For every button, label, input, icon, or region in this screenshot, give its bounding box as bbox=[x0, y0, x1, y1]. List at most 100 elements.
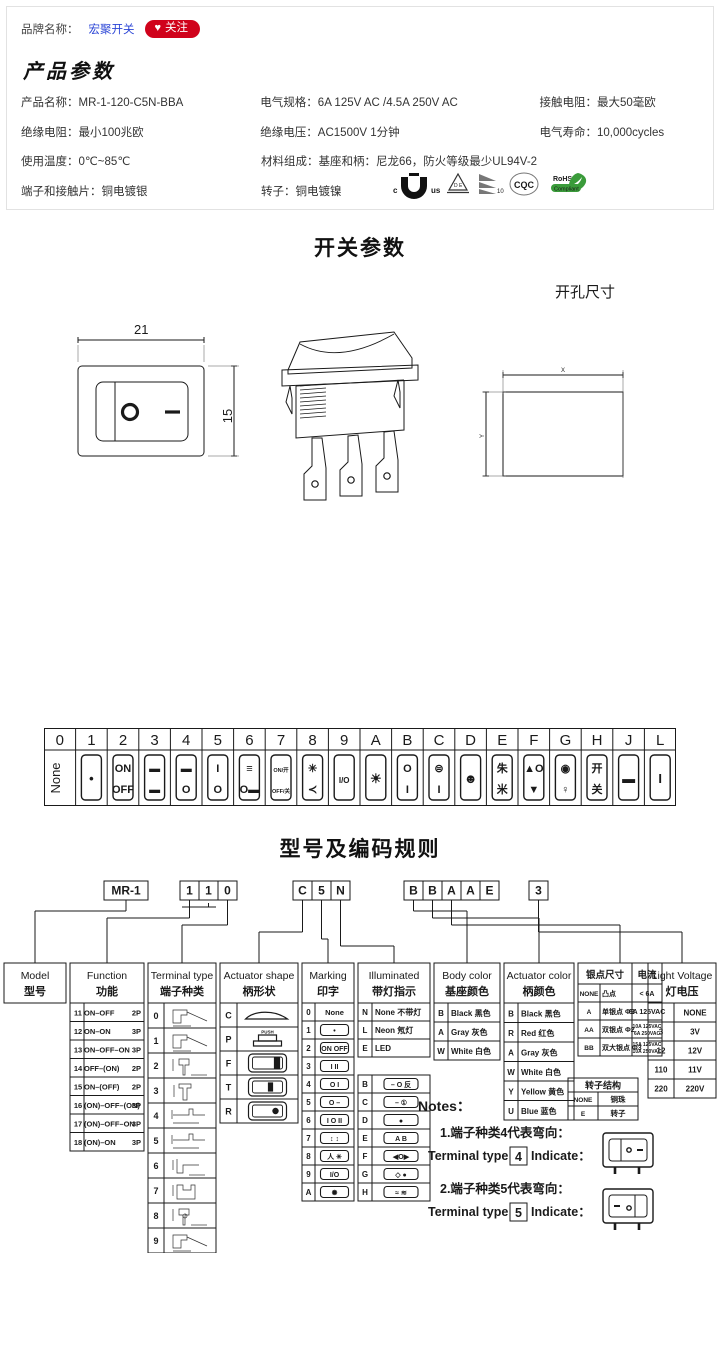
terminal-type-code: 6 bbox=[153, 1161, 158, 1171]
front-view-drawing: 21 15 bbox=[77, 322, 239, 457]
marking-glyph-0: None bbox=[48, 762, 63, 793]
code-box-label: E bbox=[485, 884, 493, 898]
marking-glyph-4: ▬O bbox=[175, 754, 197, 801]
marking-extra-glyph-box bbox=[383, 1113, 419, 1127]
note-cn-text: 1.端子种类4代表弯向： bbox=[440, 1125, 570, 1140]
code-box-label: 1 bbox=[186, 884, 193, 898]
marking-glyph-3: ▬▬ bbox=[143, 754, 166, 801]
function-code: 17 bbox=[74, 1120, 82, 1129]
marking-code-6: 6 bbox=[245, 732, 253, 749]
silver-contact-label: 凸点 bbox=[602, 989, 616, 998]
actuator-shape-column-title-en: Actuator shape bbox=[224, 970, 295, 982]
function-column-title-en: Function bbox=[87, 970, 127, 982]
marking-extra-code: F bbox=[363, 1152, 368, 1161]
marking-code-C: C bbox=[434, 732, 445, 749]
spec-row: 产品名称：MR-1-120-C5N-BBA 电气规格：6A 125V AC /4… bbox=[21, 94, 699, 110]
actuator-color-label: Red 红色 bbox=[521, 1028, 554, 1038]
svg-text:▼: ▼ bbox=[528, 784, 539, 796]
note-cn-text: 2.端子种类5代表弯向： bbox=[440, 1181, 570, 1196]
notes-heading: Notes： bbox=[418, 1098, 471, 1114]
marking-extra-glyph-box bbox=[383, 1131, 419, 1145]
marking-code-2: 2 bbox=[119, 732, 127, 749]
svg-text:OFF/关: OFF/关 bbox=[272, 787, 291, 795]
code-box-label: B bbox=[428, 884, 437, 898]
body-color-label: Gray 灰色 bbox=[451, 1027, 487, 1037]
marking-code-1: 1 bbox=[87, 732, 95, 749]
rotor-structure-title: 转子结构 bbox=[585, 1080, 621, 1091]
marking-code-8: 8 bbox=[308, 732, 316, 749]
terminal-type-code: 4 bbox=[153, 1111, 158, 1121]
svg-text:OFF: OFF bbox=[112, 784, 134, 796]
body-color-label: Black 黑色 bbox=[451, 1008, 491, 1018]
marking-glyph-L: I bbox=[649, 754, 671, 801]
actuator-shape-rocker-dot bbox=[247, 1101, 288, 1121]
terminal-profile-sketch bbox=[172, 1159, 205, 1176]
function-poles: 3P bbox=[132, 1046, 141, 1055]
follow-button[interactable]: ♥ 关注 bbox=[144, 19, 201, 39]
code-box-label: A bbox=[447, 884, 456, 898]
marking-glyph-9: I/O bbox=[333, 754, 355, 801]
actuator-color-label: Black 黑色 bbox=[521, 1008, 561, 1018]
svg-text:◉: ◉ bbox=[561, 763, 571, 775]
spec-cell: 绝缘电压：AC1500V 1分钟 bbox=[260, 126, 400, 139]
current-title: 电流 bbox=[637, 969, 657, 981]
illuminated-label: None 不带灯 bbox=[375, 1007, 421, 1017]
marking-code-3: 3 bbox=[150, 732, 158, 749]
terminal-type-column-title-en: Terminal type bbox=[151, 970, 214, 982]
marking-label: None bbox=[325, 1008, 344, 1017]
actuator-color-label: Gray 灰色 bbox=[521, 1047, 557, 1057]
marking-glyph-C: ⊜I bbox=[428, 754, 450, 801]
function-label: OFF–(ON) bbox=[84, 1064, 120, 1073]
silver-contact-current: 10A 250VAC bbox=[633, 1049, 662, 1055]
marking-extra-glyph-box bbox=[383, 1095, 419, 1109]
svg-text:开: 开 bbox=[592, 762, 603, 775]
svg-text:▬: ▬ bbox=[622, 771, 635, 786]
brand-name-link[interactable]: 宏聚开关 bbox=[88, 24, 135, 36]
function-label: ON–OFF–ON bbox=[84, 1046, 130, 1055]
marking-glyph-box bbox=[319, 1131, 350, 1145]
spec-cell: 产品名称：MR-1-120-C5N-BBA bbox=[21, 97, 184, 109]
actuator-color-code: R bbox=[508, 1029, 514, 1038]
spec-cell: 接触电阻：最大50毫欧 bbox=[539, 97, 656, 109]
silver-contact-current: < 6A bbox=[640, 991, 655, 998]
function-label: (ON)–OFF–(ON) bbox=[84, 1101, 140, 1110]
marking-extra-glyph-label: – ① bbox=[395, 1099, 407, 1107]
svg-text:关: 关 bbox=[592, 782, 603, 796]
silver-contact-current: 15A 125VAC bbox=[633, 1042, 662, 1048]
terminal-type-code: 0 bbox=[153, 1011, 158, 1021]
brand-label: 品牌名称： bbox=[21, 24, 79, 36]
marking-glyph-label: O – bbox=[329, 1100, 340, 1107]
spec-cell: 电气规格：6A 125V AC /4.5A 250V AC bbox=[260, 97, 458, 109]
function-column-title-cn: 功能 bbox=[96, 984, 118, 998]
marking-glyph-5: IO bbox=[207, 754, 229, 801]
spec-row: 绝缘电阻：最小100兆欧 绝缘电压：AC1500V 1分钟 电气寿命：10,00… bbox=[21, 124, 699, 140]
terminal-profile-sketch bbox=[172, 1234, 208, 1252]
marking-glyph-box bbox=[319, 1077, 350, 1091]
rotor-structure-code: E bbox=[581, 1111, 586, 1118]
function-label: ON–ON bbox=[84, 1027, 111, 1036]
follow-button-label: 关注 bbox=[165, 21, 189, 34]
function-poles: 3P bbox=[132, 1120, 141, 1129]
spec-cell: 转子：铜电镀镍 bbox=[261, 185, 342, 198]
terminal-type-code: 9 bbox=[153, 1236, 158, 1246]
terminal-profile-sketch bbox=[172, 1208, 207, 1226]
light-voltage-column-title-en: Light Voltage bbox=[652, 970, 713, 982]
marking-glyph-label: ✺ bbox=[332, 1189, 338, 1197]
terminal-profile-sketch bbox=[171, 1108, 205, 1124]
marking-glyph-1: • bbox=[80, 754, 103, 801]
terminal-profile-sketch bbox=[172, 1058, 207, 1076]
model-column-title-cn: 型号 bbox=[24, 984, 46, 998]
function-label: ON–(OFF) bbox=[84, 1083, 120, 1092]
svg-text:I: I bbox=[406, 784, 409, 796]
svg-text:☀: ☀ bbox=[370, 771, 382, 786]
illuminated-column-title-en: Illuminated bbox=[369, 970, 420, 982]
marking-extra-glyph-label: ● bbox=[399, 1118, 403, 1125]
marking-code-J: J bbox=[625, 732, 633, 749]
svg-text:O▬: O▬ bbox=[240, 784, 260, 796]
light-voltage-code: 110 bbox=[655, 1066, 668, 1075]
body-color-label: White 白色 bbox=[451, 1046, 491, 1056]
function-code: 13 bbox=[74, 1046, 82, 1055]
marking-glyph-label: ON OFF bbox=[321, 1046, 348, 1053]
svg-text:▬: ▬ bbox=[181, 763, 192, 775]
